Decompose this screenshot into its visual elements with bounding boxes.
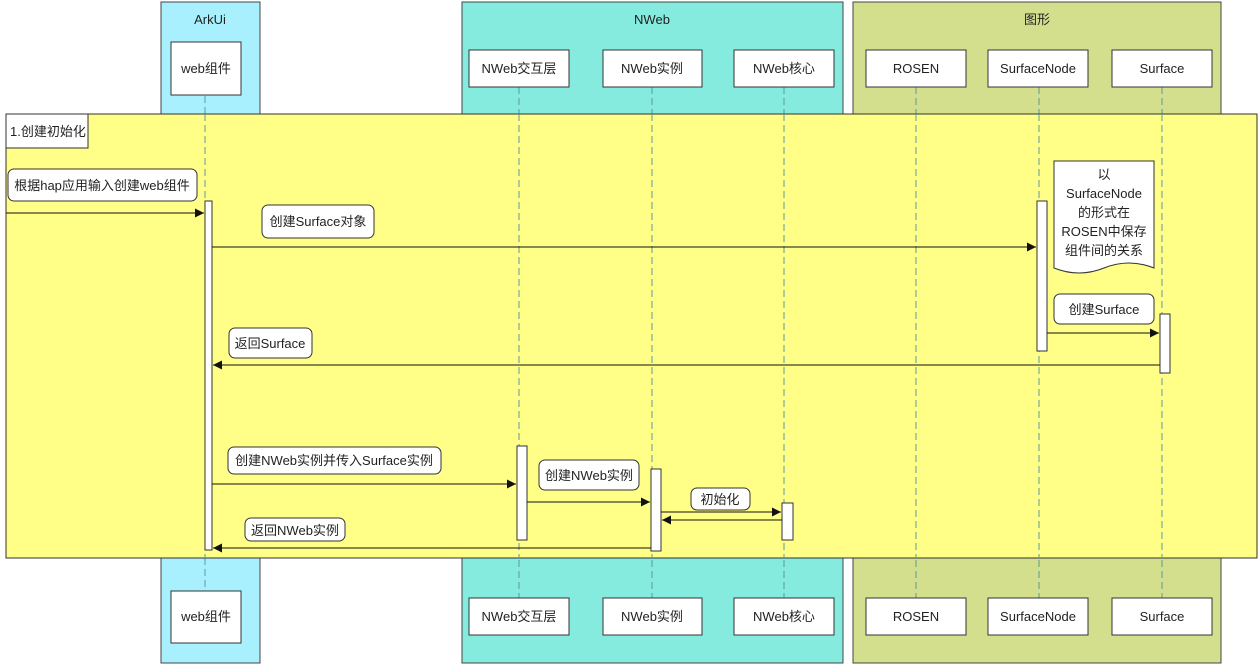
participant-surface-top-label: Surface [1140, 61, 1185, 76]
msg-return-surface: 返回Surface [235, 336, 306, 351]
participant-surface-node-bottom [987, 597, 1089, 636]
msg-create-surface-obj: 创建Surface对象 [270, 214, 367, 229]
note-line-5: 组件间的关系 [1065, 243, 1143, 258]
note-line-4: ROSEN中保存 [1061, 224, 1146, 239]
participant-rosen-top [865, 49, 967, 88]
msg-create-surface-box [1053, 293, 1155, 325]
msg-create-nweb-pass: 创建NWeb实例并传入Surface实例 [235, 453, 433, 468]
participant-nweb-core-top-label: NWeb核心 [753, 61, 815, 76]
activation-nweb-instance [650, 468, 662, 552]
participant-web-component-bottom-label: web组件 [180, 609, 231, 624]
activation-nweb-core [781, 502, 794, 541]
group-arkui-label: ArkUi [194, 12, 226, 27]
msg-input-box [7, 168, 198, 202]
msg-create-nweb: 创建NWeb实例 [545, 468, 633, 483]
participant-nweb-core-bottom-label: NWeb核心 [753, 609, 815, 624]
msg-return-nweb: 返回NWeb实例 [251, 523, 339, 538]
participant-nweb-interaction-bottom [468, 597, 570, 636]
participant-surface-top [1111, 49, 1213, 88]
participant-surface-bottom [1111, 597, 1213, 636]
participant-web-component-top [170, 41, 242, 96]
participant-rosen-bottom [865, 597, 967, 636]
participant-nweb-instance-top-label: NWeb实例 [621, 61, 683, 76]
participant-nweb-interaction-top [468, 49, 570, 88]
msg-create-surface: 创建Surface [1069, 302, 1140, 317]
participant-nweb-instance-bottom-label: NWeb实例 [621, 609, 683, 624]
participant-nweb-core-bottom [733, 597, 835, 636]
msg-input: 根据hap应用输入创建web组件 [14, 178, 190, 193]
participant-nweb-interaction-bottom-label: NWeb交互层 [482, 609, 557, 624]
msg-create-nweb-pass-box [227, 446, 442, 475]
group-graphics-label: 图形 [1024, 12, 1050, 27]
note-box [1053, 160, 1155, 274]
activation-web-component [204, 200, 213, 551]
participant-rosen-top-label: ROSEN [893, 61, 939, 76]
participant-surface-node-bottom-label: SurfaceNode [1000, 609, 1076, 624]
frame-label-box [5, 113, 89, 149]
participant-web-component-bottom [170, 590, 242, 644]
msg-init-box [690, 487, 751, 511]
participant-nweb-instance-bottom [602, 597, 703, 636]
activation-nweb-interaction [516, 445, 528, 541]
msg-init: 初始化 [700, 492, 739, 507]
participant-nweb-interaction-top-label: NWeb交互层 [482, 61, 557, 76]
msg-create-nweb-box [538, 459, 640, 491]
msg-return-surface-box [228, 327, 313, 359]
activation-surface-node [1036, 200, 1048, 352]
participant-surface-node-top [987, 49, 1089, 88]
msg-create-surface-obj-box [261, 204, 375, 239]
msg-return-nweb-box [244, 517, 346, 542]
frame-label: 1.创建初始化 [10, 124, 86, 139]
participant-nweb-core-top [733, 49, 835, 88]
note-line-3: 的形式在 [1078, 205, 1130, 220]
note-line-1: 以 [1097, 167, 1110, 182]
note-line-2: SurfaceNode [1066, 186, 1142, 201]
activation-surface [1159, 313, 1171, 374]
participant-rosen-bottom-label: ROSEN [893, 609, 939, 624]
participant-surface-bottom-label: Surface [1140, 609, 1185, 624]
participant-web-component-top-label: web组件 [180, 61, 231, 76]
participant-surface-node-top-label: SurfaceNode [1000, 61, 1076, 76]
participant-nweb-instance-top [602, 49, 703, 88]
group-nweb-label: NWeb [634, 12, 670, 27]
